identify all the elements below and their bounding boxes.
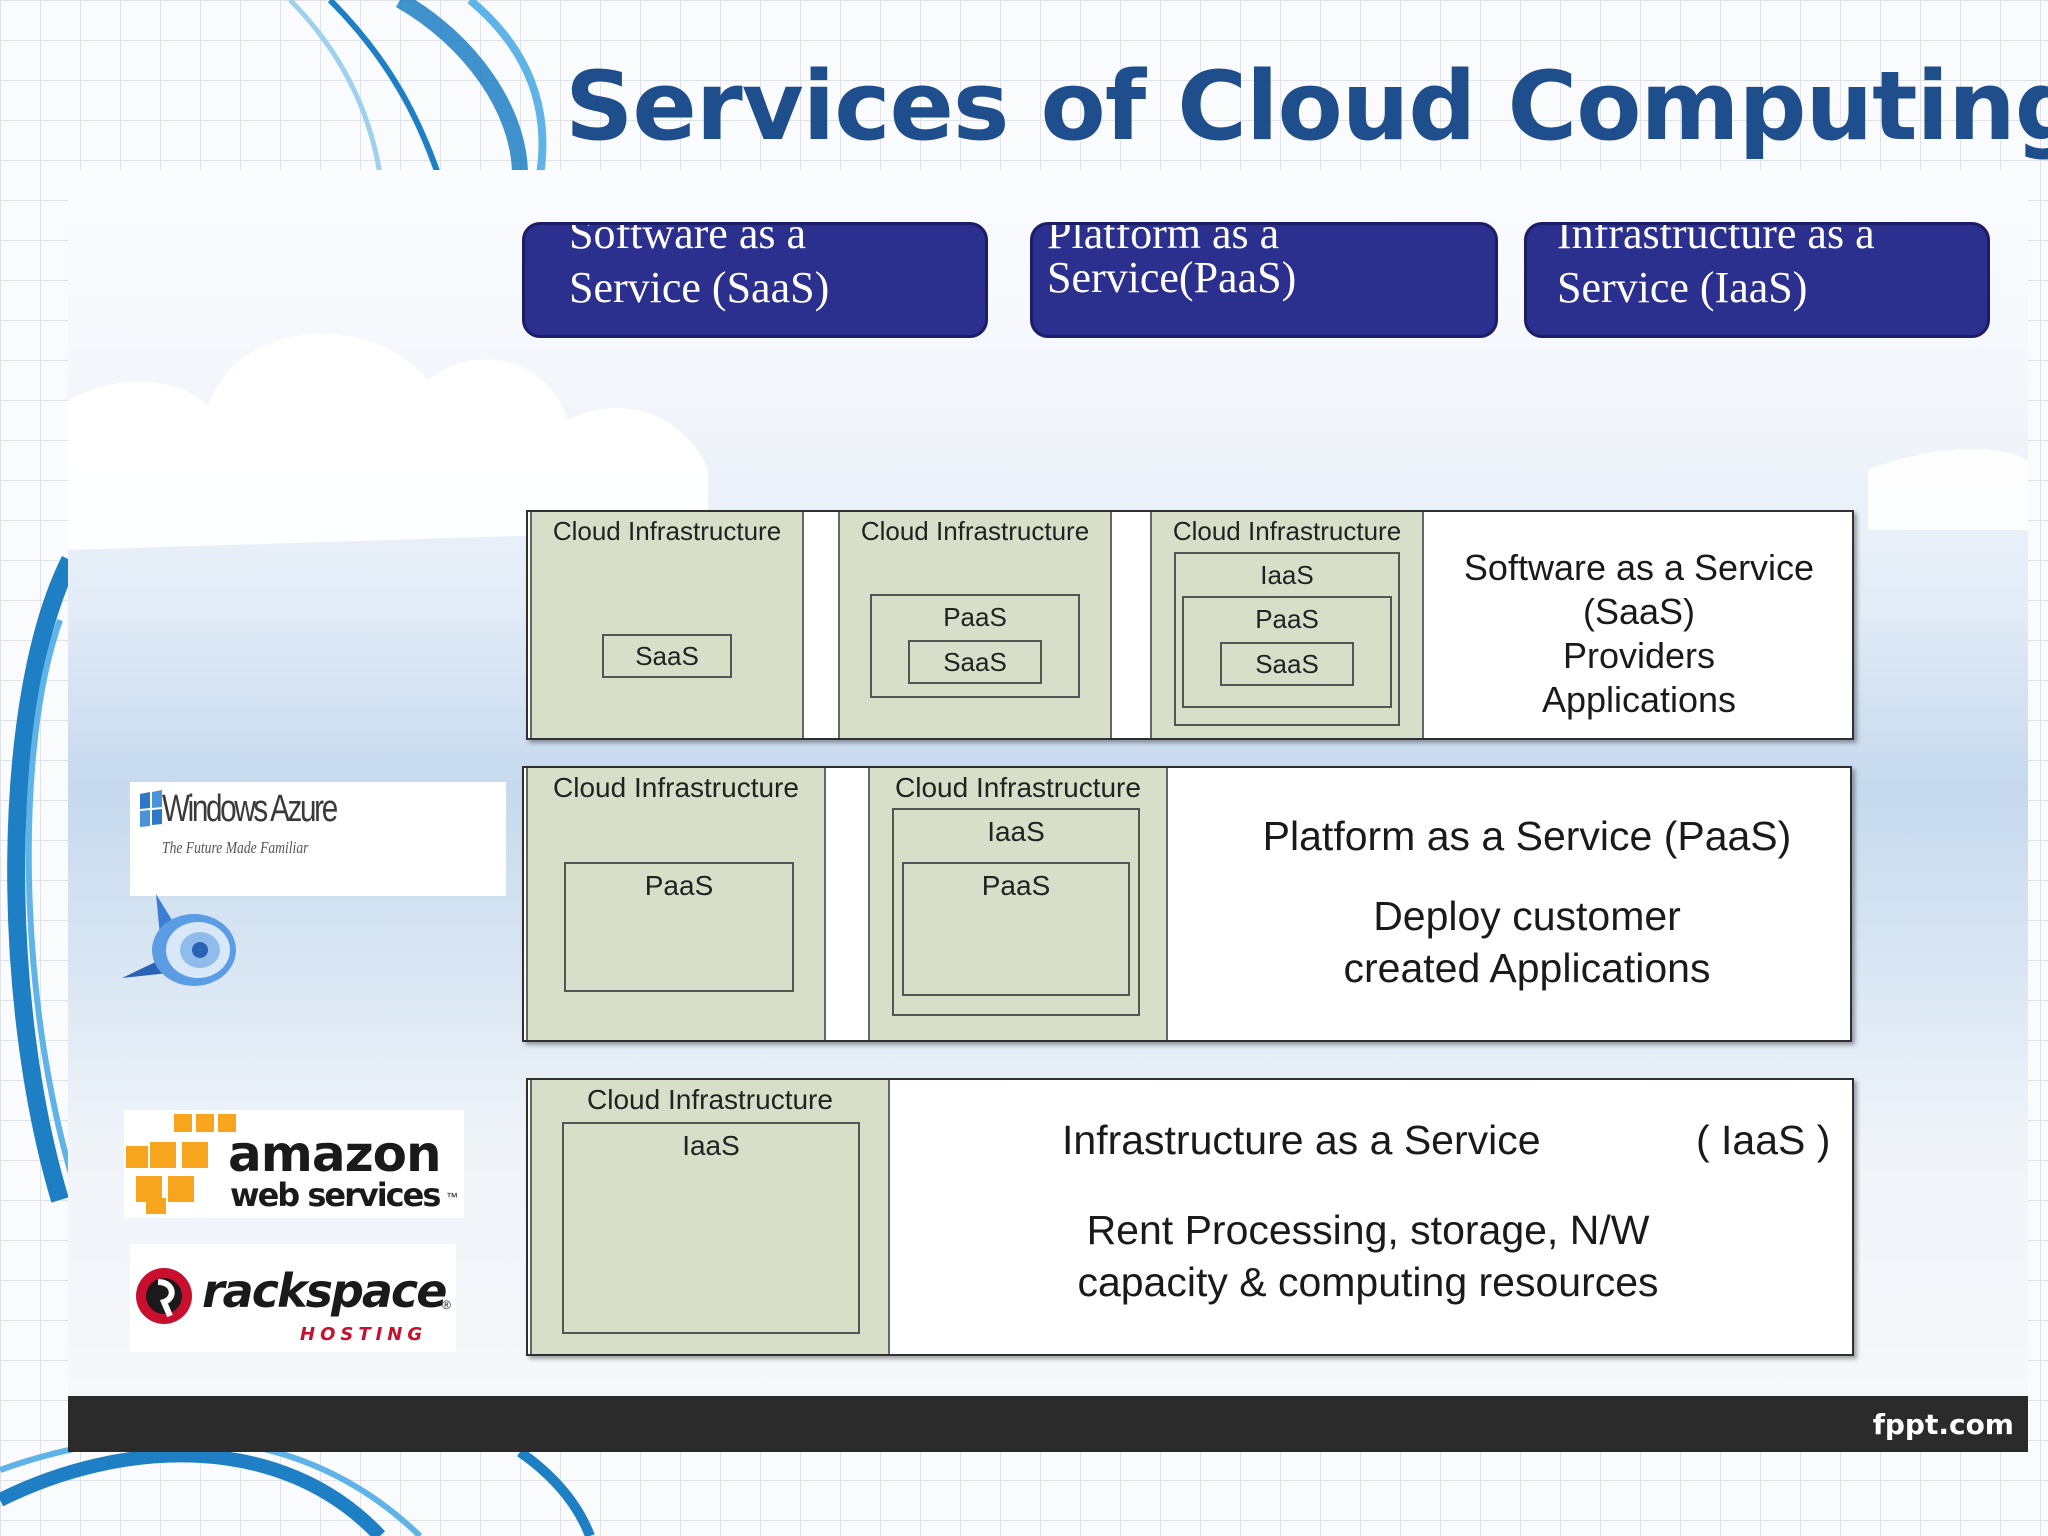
paas-description: Platform as a Service (PaaS) Deploy cust… [1204, 812, 1850, 994]
aws-logo: amazon web services ™ [124, 1110, 464, 1218]
paas-row: Cloud Infrastructure PaaS Cloud Infrastr… [522, 766, 1852, 1042]
azure-tagline: The Future Made Familiar [162, 838, 309, 857]
saas-col-1: Cloud Infrastructure SaaS [530, 512, 804, 738]
paas-box: PaaS [564, 862, 794, 992]
footer-brand: fppt.com [1872, 1408, 2014, 1441]
iaas-col-1: Cloud Infrastructure IaaS [530, 1080, 890, 1354]
paas-col-1-title: Cloud Infrastructure [553, 772, 799, 803]
iaas-box-label: IaaS [987, 816, 1045, 847]
rackspace-registered: ® [442, 1298, 451, 1312]
azure-logo-text: Windows Azure [162, 788, 338, 830]
rackspace-hosting-text: HOSTING [300, 1324, 428, 1345]
paas-col-1: Cloud Infrastructure PaaS [526, 768, 826, 1040]
iaas-box: IaaS PaaS SaaS [1174, 552, 1400, 726]
paas-box: PaaS SaaS [870, 594, 1080, 698]
tab-iaas: Infrastructure as a Service (IaaS) [1524, 222, 1990, 338]
windows-flag-icon [140, 790, 162, 827]
tab-saas-line2: Service (SaaS) [569, 263, 830, 312]
paas-col-2-title: Cloud Infrastructure [895, 772, 1141, 803]
saas-box-label: SaaS [943, 647, 1007, 677]
app-engine-logo [120, 890, 244, 998]
tab-iaas-line2: Service (IaaS) [1557, 263, 1808, 312]
saas-box: SaaS [908, 640, 1042, 684]
tab-iaas-line1: Infrastructure as a [1557, 222, 1875, 258]
saas-row: Cloud Infrastructure SaaS Cloud Infrastr… [526, 510, 1854, 740]
paas-box-label: PaaS [943, 602, 1007, 632]
saas-desc-line4: Applications [1541, 679, 1737, 720]
rackspace-logo-text: rackspace [202, 1264, 447, 1318]
paas-col-2: Cloud Infrastructure IaaS PaaS [868, 768, 1168, 1040]
saas-desc-line3: Providers [1562, 635, 1716, 676]
tab-saas-line1: Software as a [569, 222, 807, 258]
paas-box-label: PaaS [1255, 604, 1319, 634]
aws-cubes-icon [126, 1114, 236, 1214]
paas-desc-line2: created Applications [1343, 945, 1711, 991]
rackspace-emblem-icon [136, 1268, 192, 1324]
jet-engine-icon [122, 894, 236, 986]
cloud-shape [68, 333, 2028, 550]
iaas-row: Cloud Infrastructure IaaS Infrastructure… [526, 1078, 1854, 1356]
paas-desc-line1: Deploy customer [1373, 893, 1681, 939]
iaas-desc-line1: Rent Processing, storage, N/W [1086, 1207, 1650, 1253]
windows-azure-logo: Windows Azure The Future Made Familiar [130, 782, 506, 896]
paas-box: PaaS [902, 862, 1130, 996]
tab-saas: Software as a Service (SaaS) [522, 222, 988, 338]
tab-paas-line2: Service(PaaS) [1047, 253, 1297, 302]
saas-desc-line2: (SaaS) [1582, 591, 1696, 632]
aws-trademark: ™ [446, 1190, 458, 1204]
paas-box: PaaS SaaS [1182, 596, 1392, 708]
paas-box-label: PaaS [981, 870, 1051, 901]
iaas-description: Rent Processing, storage, N/W capacity &… [908, 1204, 1828, 1308]
iaas-box-label: IaaS [1260, 560, 1314, 590]
paas-box-label: PaaS [644, 870, 714, 901]
saas-box: SaaS [1220, 642, 1354, 686]
iaas-box: IaaS PaaS [892, 808, 1140, 1016]
iaas-box-label: IaaS [682, 1130, 740, 1161]
iaas-col-1-title: Cloud Infrastructure [587, 1084, 833, 1115]
iaas-desc-line2: capacity & computing resources [1077, 1259, 1659, 1305]
saas-col-2: Cloud Infrastructure PaaS SaaS [838, 512, 1112, 738]
paas-desc-title: Platform as a Service (PaaS) [1262, 813, 1792, 859]
tab-paas: Platform as a Service(PaaS) [1030, 222, 1498, 338]
iaas-desc-abbr: ( IaaS ) [1696, 1117, 1831, 1163]
footer-bar: fppt.com [68, 1396, 2028, 1452]
iaas-desc-title: Infrastructure as a Service [1062, 1117, 1541, 1163]
saas-box-label: SaaS [1255, 649, 1319, 679]
rackspace-logo: rackspace ® HOSTING [130, 1244, 456, 1352]
saas-box: SaaS [602, 634, 732, 678]
aws-logo-line2: web services [230, 1176, 441, 1214]
iaas-box: IaaS [562, 1122, 860, 1334]
saas-box-label: SaaS [635, 641, 699, 671]
saas-desc-line1: Software as a Service [1463, 547, 1815, 588]
saas-col-2-title: Cloud Infrastructure [860, 516, 1090, 546]
aws-logo-line1: amazon [228, 1125, 442, 1183]
tab-paas-line1: Platform as a [1047, 222, 1280, 258]
saas-col-1-title: Cloud Infrastructure [552, 516, 782, 546]
page-title: Services of Cloud Computing [565, 52, 2048, 162]
saas-description: Software as a Service (SaaS) Providers A… [1426, 546, 1852, 722]
saas-col-3-title: Cloud Infrastructure [1172, 516, 1402, 546]
saas-col-3: Cloud Infrastructure IaaS PaaS SaaS [1150, 512, 1424, 738]
